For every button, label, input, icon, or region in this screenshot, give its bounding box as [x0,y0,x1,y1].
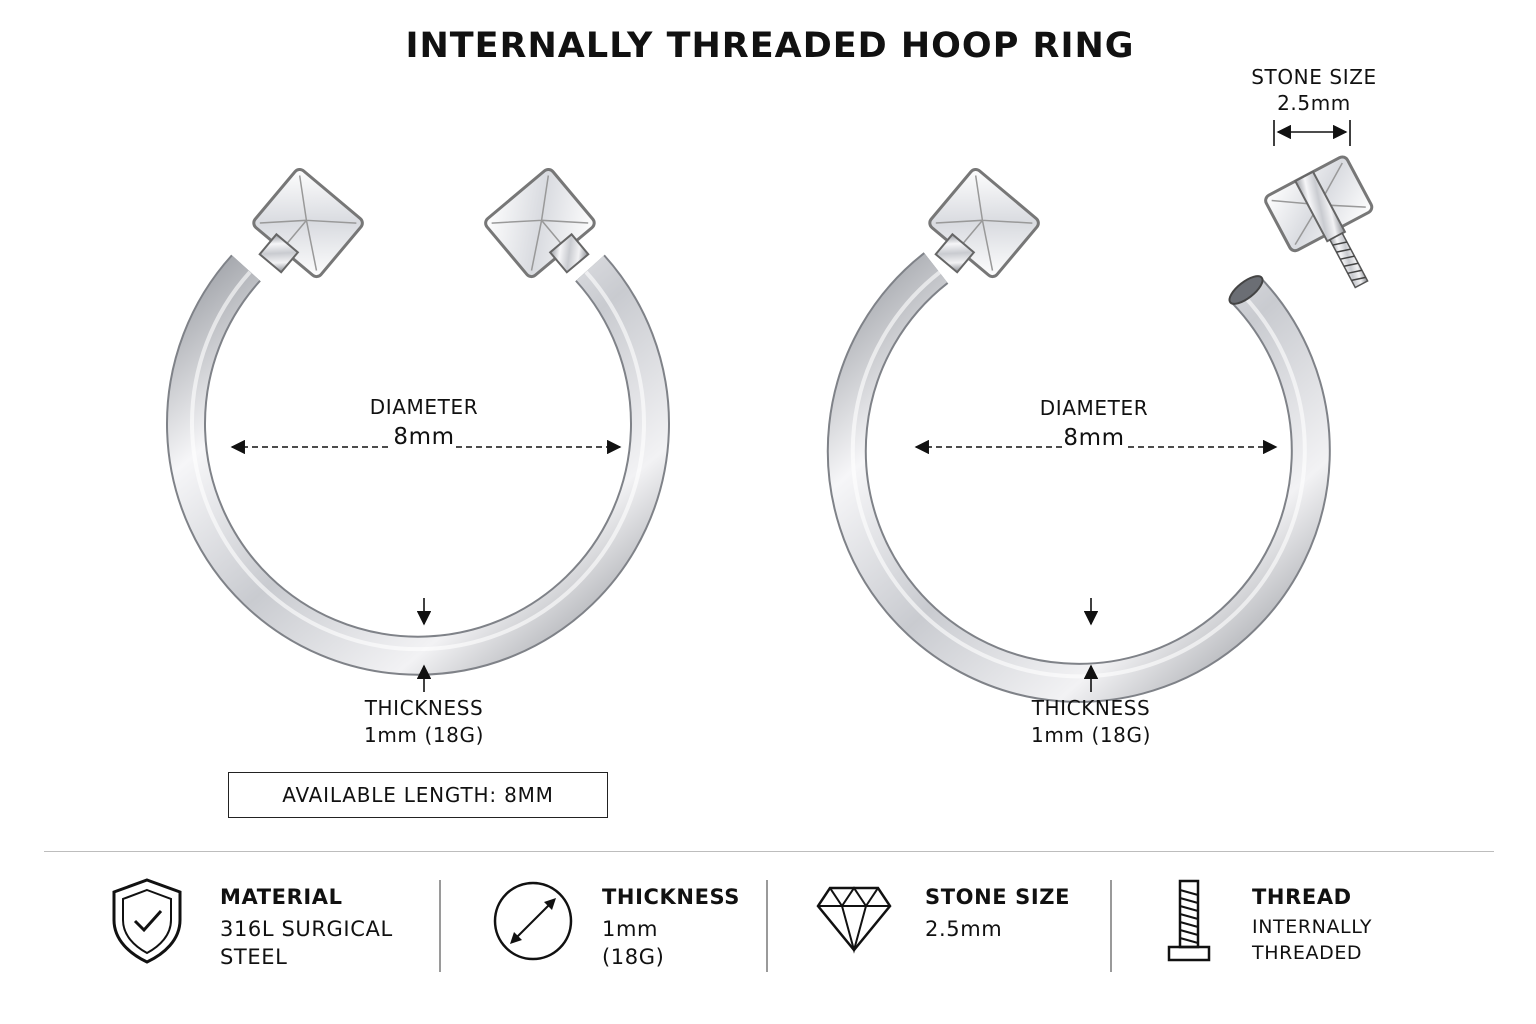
divider [44,851,1494,852]
feature-thickness-value-2: (18G) [602,945,665,969]
feature-stone-value-1: 2.5mm [925,917,1003,941]
feature-thread-heading: THREAD [1252,885,1352,909]
right-thickness-label: THICKNESS [1031,696,1151,720]
right-thickness-value: 1mm (18G) [1031,723,1151,747]
available-length-box: AVAILABLE LENGTH: 8MM [228,772,608,818]
feature-material-value-2: STEEL [220,945,288,969]
feature-stone-heading: STONE SIZE [925,885,1071,909]
left-diameter-value: 8mm [393,424,455,450]
feature-thread-value-1: INTERNALLY [1252,916,1373,938]
right-diameter-value: 8mm [1063,425,1125,451]
right-diameter-label: DIAMETER [1039,396,1149,420]
left-ring-gem-left [252,168,364,279]
left-thickness-label: THICKNESS [364,696,484,720]
left-ring-gem-right [484,168,596,279]
left-diameter-label: DIAMETER [369,395,479,419]
diamond-icon [816,886,892,954]
threaded-opening [1228,275,1264,305]
right-ring-gem-fixed [928,168,1040,279]
left-thickness-value: 1mm (18G) [364,723,484,747]
feature-material-value-1: 316L SURGICAL [220,917,393,941]
screw-icon [1167,879,1211,962]
page-title: INTERNALLY THREADED HOOP RING [405,26,1135,66]
feature-thickness-heading: THICKNESS [602,885,741,909]
diameter-circle-icon [493,881,573,961]
feature-thread-value-2: THREADED [1252,942,1363,964]
ring-illustrations [166,120,1374,703]
shield-check-icon [112,878,182,964]
stone-size-value: 2.5mm [1277,91,1351,115]
feature-thickness-value-1: 1mm [602,917,659,941]
feature-separator [1110,880,1112,972]
feature-separator [439,880,441,972]
stone-size-label: STONE SIZE [1251,65,1377,89]
feature-material-heading: MATERIAL [220,885,343,909]
left-hoop-ring [166,254,670,676]
feature-separator [766,880,768,972]
right-hoop-ring [826,252,1331,703]
detached-threaded-gem-top [1264,155,1374,289]
